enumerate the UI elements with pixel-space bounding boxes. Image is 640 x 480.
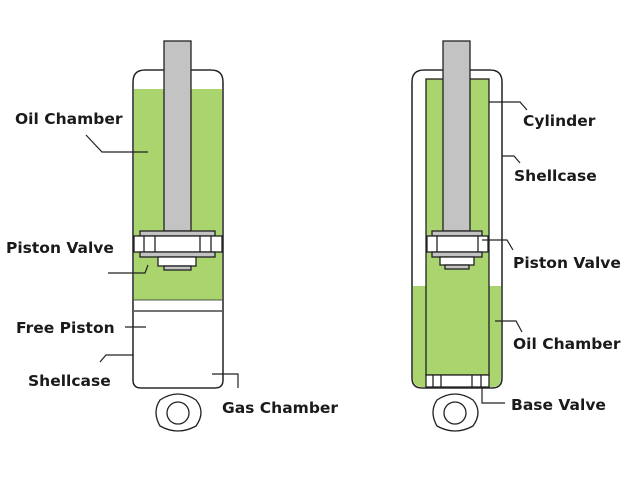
label-base-valve: Base Valve bbox=[511, 396, 606, 414]
label-cylinder: Cylinder bbox=[523, 112, 596, 130]
label-free-piston: Free Piston bbox=[16, 319, 115, 337]
left-piston-rod bbox=[163, 40, 192, 232]
mono-tube-shock: Oil Chamber Piston Valve Free Piston She… bbox=[6, 40, 338, 432]
label-shellcase-right: Shellcase bbox=[514, 167, 597, 185]
left-piston-valve bbox=[133, 230, 223, 271]
label-shellcase-left: Shellcase bbox=[28, 372, 111, 390]
right-base-valve bbox=[425, 374, 490, 388]
label-piston-valve-right: Piston Valve bbox=[513, 254, 621, 272]
right-piston-rod bbox=[442, 40, 471, 232]
label-oil-chamber-right: Oil Chamber bbox=[513, 335, 621, 353]
label-gas-chamber: Gas Chamber bbox=[222, 399, 338, 417]
right-mount-eye bbox=[432, 393, 479, 432]
label-piston-valve-left: Piston Valve bbox=[6, 239, 114, 257]
left-free-piston bbox=[134, 300, 222, 311]
label-oil-chamber-left: Oil Chamber bbox=[15, 110, 123, 128]
twin-tube-shock: Cylinder Shellcase Piston Valve Oil Cham… bbox=[411, 40, 621, 432]
right-piston-valve bbox=[426, 230, 489, 270]
left-mount-eye bbox=[155, 393, 202, 432]
